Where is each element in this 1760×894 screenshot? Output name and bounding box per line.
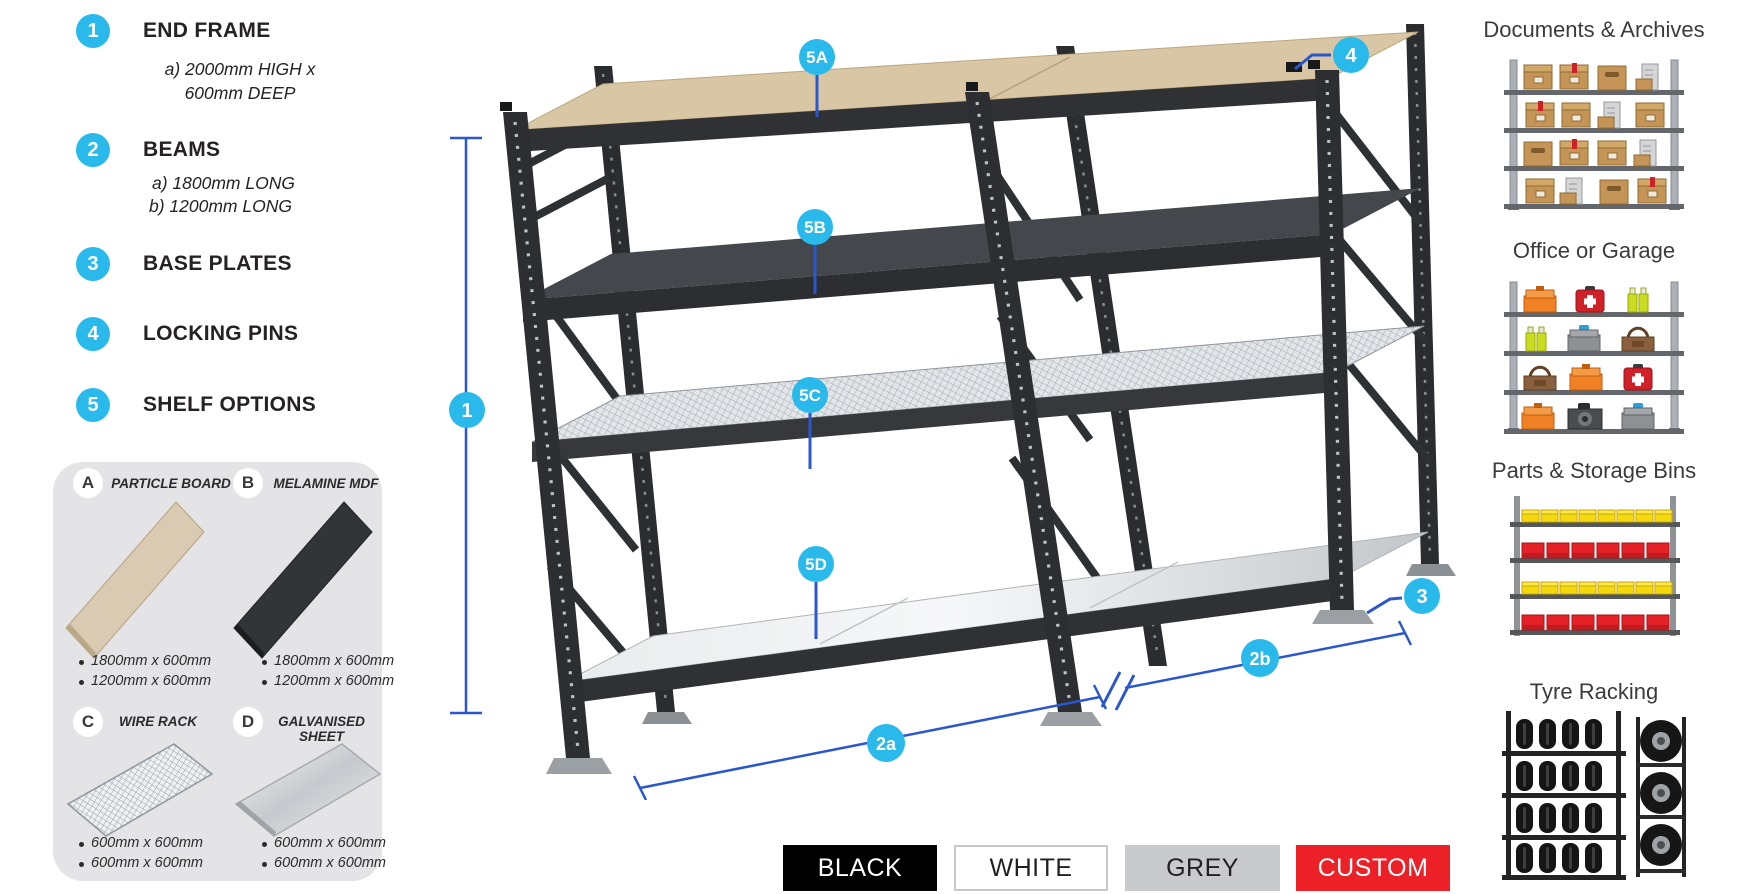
callout-5d: 5D <box>798 546 834 582</box>
diagram-callouts: 1 2a 2b 3 4 5A 5B 5C 5D <box>449 37 1440 762</box>
particle-board-swatch <box>65 501 205 659</box>
option-name-wire-rack: WIRE RACK <box>119 714 197 729</box>
callout-5b-label: 5B <box>804 218 826 237</box>
use-case-title-tyre-racking: Tyre Racking <box>1529 679 1659 704</box>
callout-5a: 5A <box>799 39 835 75</box>
option-size: 600mm x 600mm <box>78 855 204 871</box>
documents-archives-illustration <box>1504 59 1684 210</box>
option-size: 1800mm x 600mm <box>78 653 212 669</box>
callout-badge-2: 2 <box>76 133 110 167</box>
legend-sub: b) 1200mm LONG <box>149 196 292 216</box>
use-case-title-office-garage: Office or Garage <box>1512 238 1676 263</box>
option-size: 600mm x 600mm <box>78 835 204 851</box>
shelf-options-panel: A PARTICLE BOARD 1800mm x 600mm 1200mm x… <box>53 462 394 881</box>
callout-1: 1 <box>449 392 485 428</box>
color-button-grey[interactable]: GREY <box>1125 845 1280 891</box>
callout-badge-1: 1 <box>76 14 110 48</box>
option-letter-badge-a: A <box>73 468 103 498</box>
shelf-particle-board <box>514 31 1419 152</box>
callout-5c-label: 5C <box>799 386 821 405</box>
parts-storage-bins-illustration <box>1510 496 1680 636</box>
callout-5d-label: 5D <box>805 555 827 574</box>
callout-5c: 5C <box>792 377 828 413</box>
callout-2b: 2b <box>1241 639 1279 677</box>
callout-badge-4: 4 <box>76 317 110 351</box>
shelf-galvanised-sheet <box>564 531 1429 704</box>
color-button-black[interactable]: BLACK <box>783 845 937 891</box>
galvanised-sheet-swatch <box>234 743 382 837</box>
use-case-title-parts-bins: Parts & Storage Bins <box>1491 458 1697 483</box>
option-letter-badge-b: B <box>233 468 263 498</box>
callout-4-label: 4 <box>1345 45 1357 67</box>
option-name-galvanised-sheet: GALVANISED SHEET <box>278 714 365 744</box>
shelf-wire-rack <box>531 325 1425 462</box>
callout-3: 3 <box>1404 578 1440 614</box>
option-name-particle-board: PARTICLE BOARD <box>111 476 231 491</box>
color-button-custom[interactable]: CUSTOM <box>1296 845 1450 891</box>
legend-sub: a) 2000mm HIGH x <box>164 59 316 79</box>
option-size: 1200mm x 600mm <box>78 673 212 689</box>
shelf-melamine-mdf <box>523 188 1421 322</box>
legend-label-end-frame: END FRAME <box>143 19 271 42</box>
legend-sub: 600mm DEEP <box>184 83 296 103</box>
option-name-melamine-mdf: MELAMINE MDF <box>273 476 379 491</box>
callout-5a-label: 5A <box>806 48 828 67</box>
legend-sub: a) 1800mm LONG <box>152 173 295 193</box>
tyre-racking-illustration <box>1502 711 1686 880</box>
callout-4: 4 <box>1333 37 1369 73</box>
option-size: 1200mm x 600mm <box>261 673 395 689</box>
office-garage-illustration <box>1504 281 1684 434</box>
option-letter-badge-c: C <box>73 707 103 737</box>
callout-5b: 5B <box>797 209 833 245</box>
option-size: 600mm x 600mm <box>261 855 387 871</box>
color-button-white[interactable]: WHITE <box>954 845 1108 891</box>
option-size: 1800mm x 600mm <box>261 653 395 669</box>
base-plates <box>546 564 1456 774</box>
callout-2a-label: 2a <box>876 734 897 754</box>
callout-1-label: 1 <box>461 400 472 422</box>
callout-3-label: 3 <box>1416 586 1427 608</box>
use-case-title-documents: Documents & Archives <box>1483 17 1705 42</box>
legend-label-beams: BEAMS <box>143 138 221 161</box>
rack-diagram: 1 2a 2b 3 4 5A 5B 5C 5D <box>449 24 1456 800</box>
melamine-mdf-swatch <box>233 501 373 659</box>
locking-pin <box>500 60 1320 111</box>
option-letter-badge-d: D <box>233 707 263 737</box>
wire-rack-swatch <box>66 743 214 837</box>
legend-label-locking-pins: LOCKING PINS <box>143 322 299 345</box>
callout-badge-5: 5 <box>76 388 110 422</box>
rack-front-posts <box>503 70 1354 758</box>
callout-2a: 2a <box>867 724 905 762</box>
callout-badge-3: 3 <box>76 247 110 281</box>
legend-label-shelf-options: SHELF OPTIONS <box>143 393 317 416</box>
callout-2b-label: 2b <box>1249 649 1270 669</box>
option-size: 600mm x 600mm <box>261 835 387 851</box>
legend-label-base-plates: BASE PLATES <box>143 252 292 275</box>
